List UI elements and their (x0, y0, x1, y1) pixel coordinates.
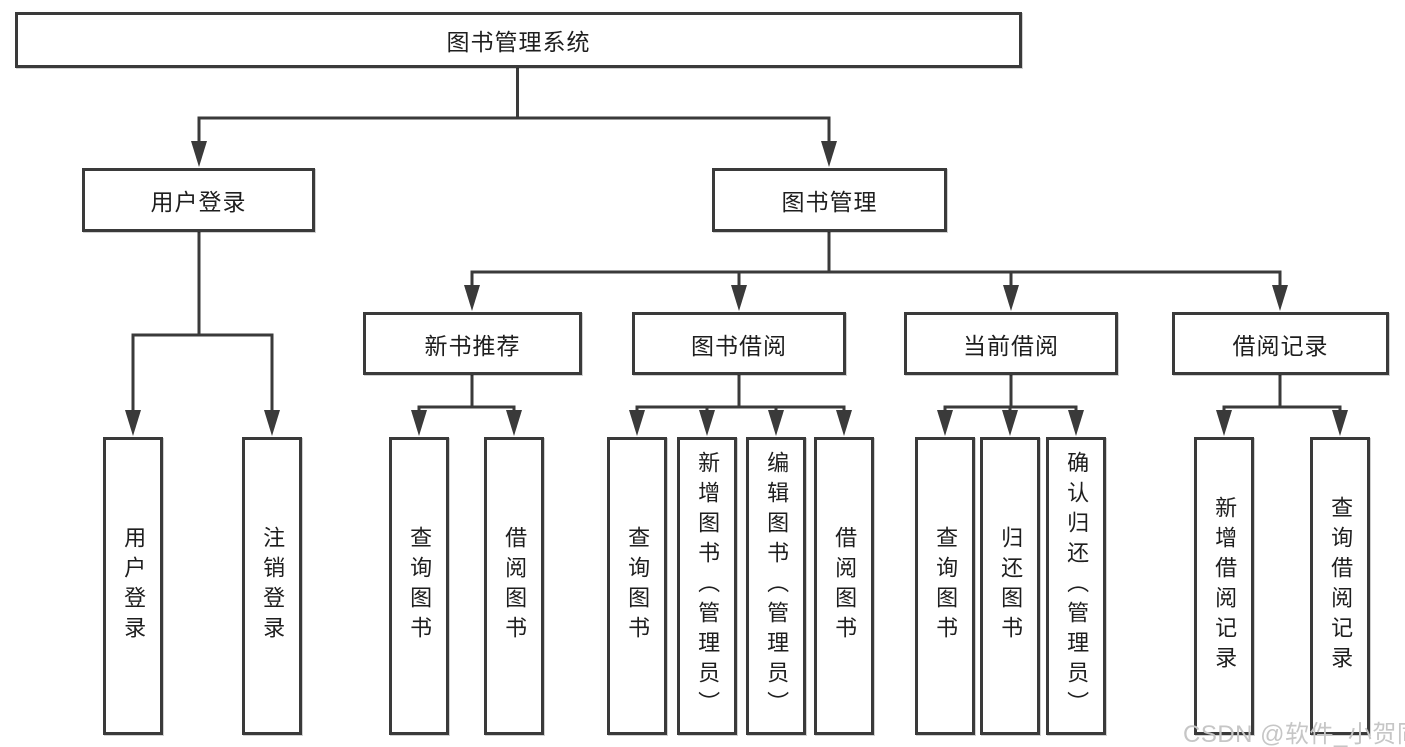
arrowhead (1068, 410, 1084, 436)
leaf-logout: 注销登录 (242, 437, 302, 735)
arrowhead (629, 410, 645, 436)
node-current-borrowing: 当前借阅 (904, 312, 1118, 375)
arrowhead (1002, 410, 1018, 436)
node-label: 注销登录 (260, 526, 286, 646)
leaf-add-books-admin: 新增图书（管理员） (677, 437, 737, 735)
leaf-edit-books-admin: 编辑图书（管理员） (746, 437, 806, 735)
arrowhead (506, 410, 522, 436)
arrowheads (125, 141, 1348, 436)
node-label: 借阅图书 (502, 526, 528, 646)
node-label: 编辑图书（管理员） (764, 451, 790, 721)
node-label: 归还图书 (998, 526, 1024, 646)
node-label: 图书管理系统 (446, 29, 591, 55)
leaf-confirm-return-admin: 确认归还（管理员） (1046, 437, 1106, 735)
arrowhead (464, 285, 480, 311)
leaf-add-borrow-record: 新增借阅记录 (1194, 437, 1254, 735)
leaf-query-books: 查询图书 (389, 437, 449, 735)
node-label: 新增图书（管理员） (695, 451, 721, 721)
arrowhead (264, 410, 280, 436)
node-label: 查询图书 (933, 526, 959, 646)
arrowhead (836, 410, 852, 436)
arrowhead (125, 410, 141, 436)
node-book-management: 图书管理 (712, 168, 947, 232)
node-label: 图书借阅 (691, 332, 787, 359)
leaf-query-books: 查询图书 (607, 437, 667, 735)
arrowhead (731, 285, 747, 311)
node-label: 查询借阅记录 (1328, 496, 1354, 676)
leaf-query-borrow-record: 查询借阅记录 (1310, 437, 1370, 735)
arrowhead (1272, 285, 1288, 311)
arrowhead (937, 410, 953, 436)
node-borrowing-records: 借阅记录 (1172, 312, 1389, 375)
node-label: 查询图书 (625, 526, 651, 646)
arrowhead (699, 410, 715, 436)
node-label: 新书推荐 (424, 332, 521, 359)
node-user-login: 用户登录 (82, 168, 315, 232)
node-label: 确认归还（管理员） (1064, 451, 1090, 721)
leaf-return-books: 归还图书 (980, 437, 1040, 735)
leaf-borrow-books: 借阅图书 (814, 437, 874, 735)
arrowhead (1216, 410, 1232, 436)
arrowhead (191, 141, 207, 167)
node-new-book-recommendation: 新书推荐 (363, 312, 582, 375)
arrowhead (411, 410, 427, 436)
node-label: 借阅图书 (832, 526, 858, 646)
node-label: 当前借阅 (963, 332, 1059, 359)
leaf-user-login: 用户登录 (103, 437, 163, 735)
node-label: 查询图书 (407, 526, 433, 646)
csdn-watermark: CSDN @软件_小贺同学 (1183, 721, 1405, 747)
arrowhead (1003, 285, 1019, 311)
arrowhead (768, 410, 784, 436)
leaf-borrow-books: 借阅图书 (484, 437, 544, 735)
node-label: 借阅记录 (1232, 332, 1329, 359)
node-label: 图书管理 (781, 189, 878, 215)
node-library-system: 图书管理系统 (15, 12, 1022, 68)
node-label: 用户登录 (150, 189, 247, 215)
node-book-borrowing: 图书借阅 (632, 312, 846, 375)
arrowhead (821, 141, 837, 167)
node-label: 新增借阅记录 (1212, 496, 1238, 676)
arrowhead (1332, 410, 1348, 436)
leaf-query-books: 查询图书 (915, 437, 975, 735)
node-label: 用户登录 (121, 526, 147, 646)
